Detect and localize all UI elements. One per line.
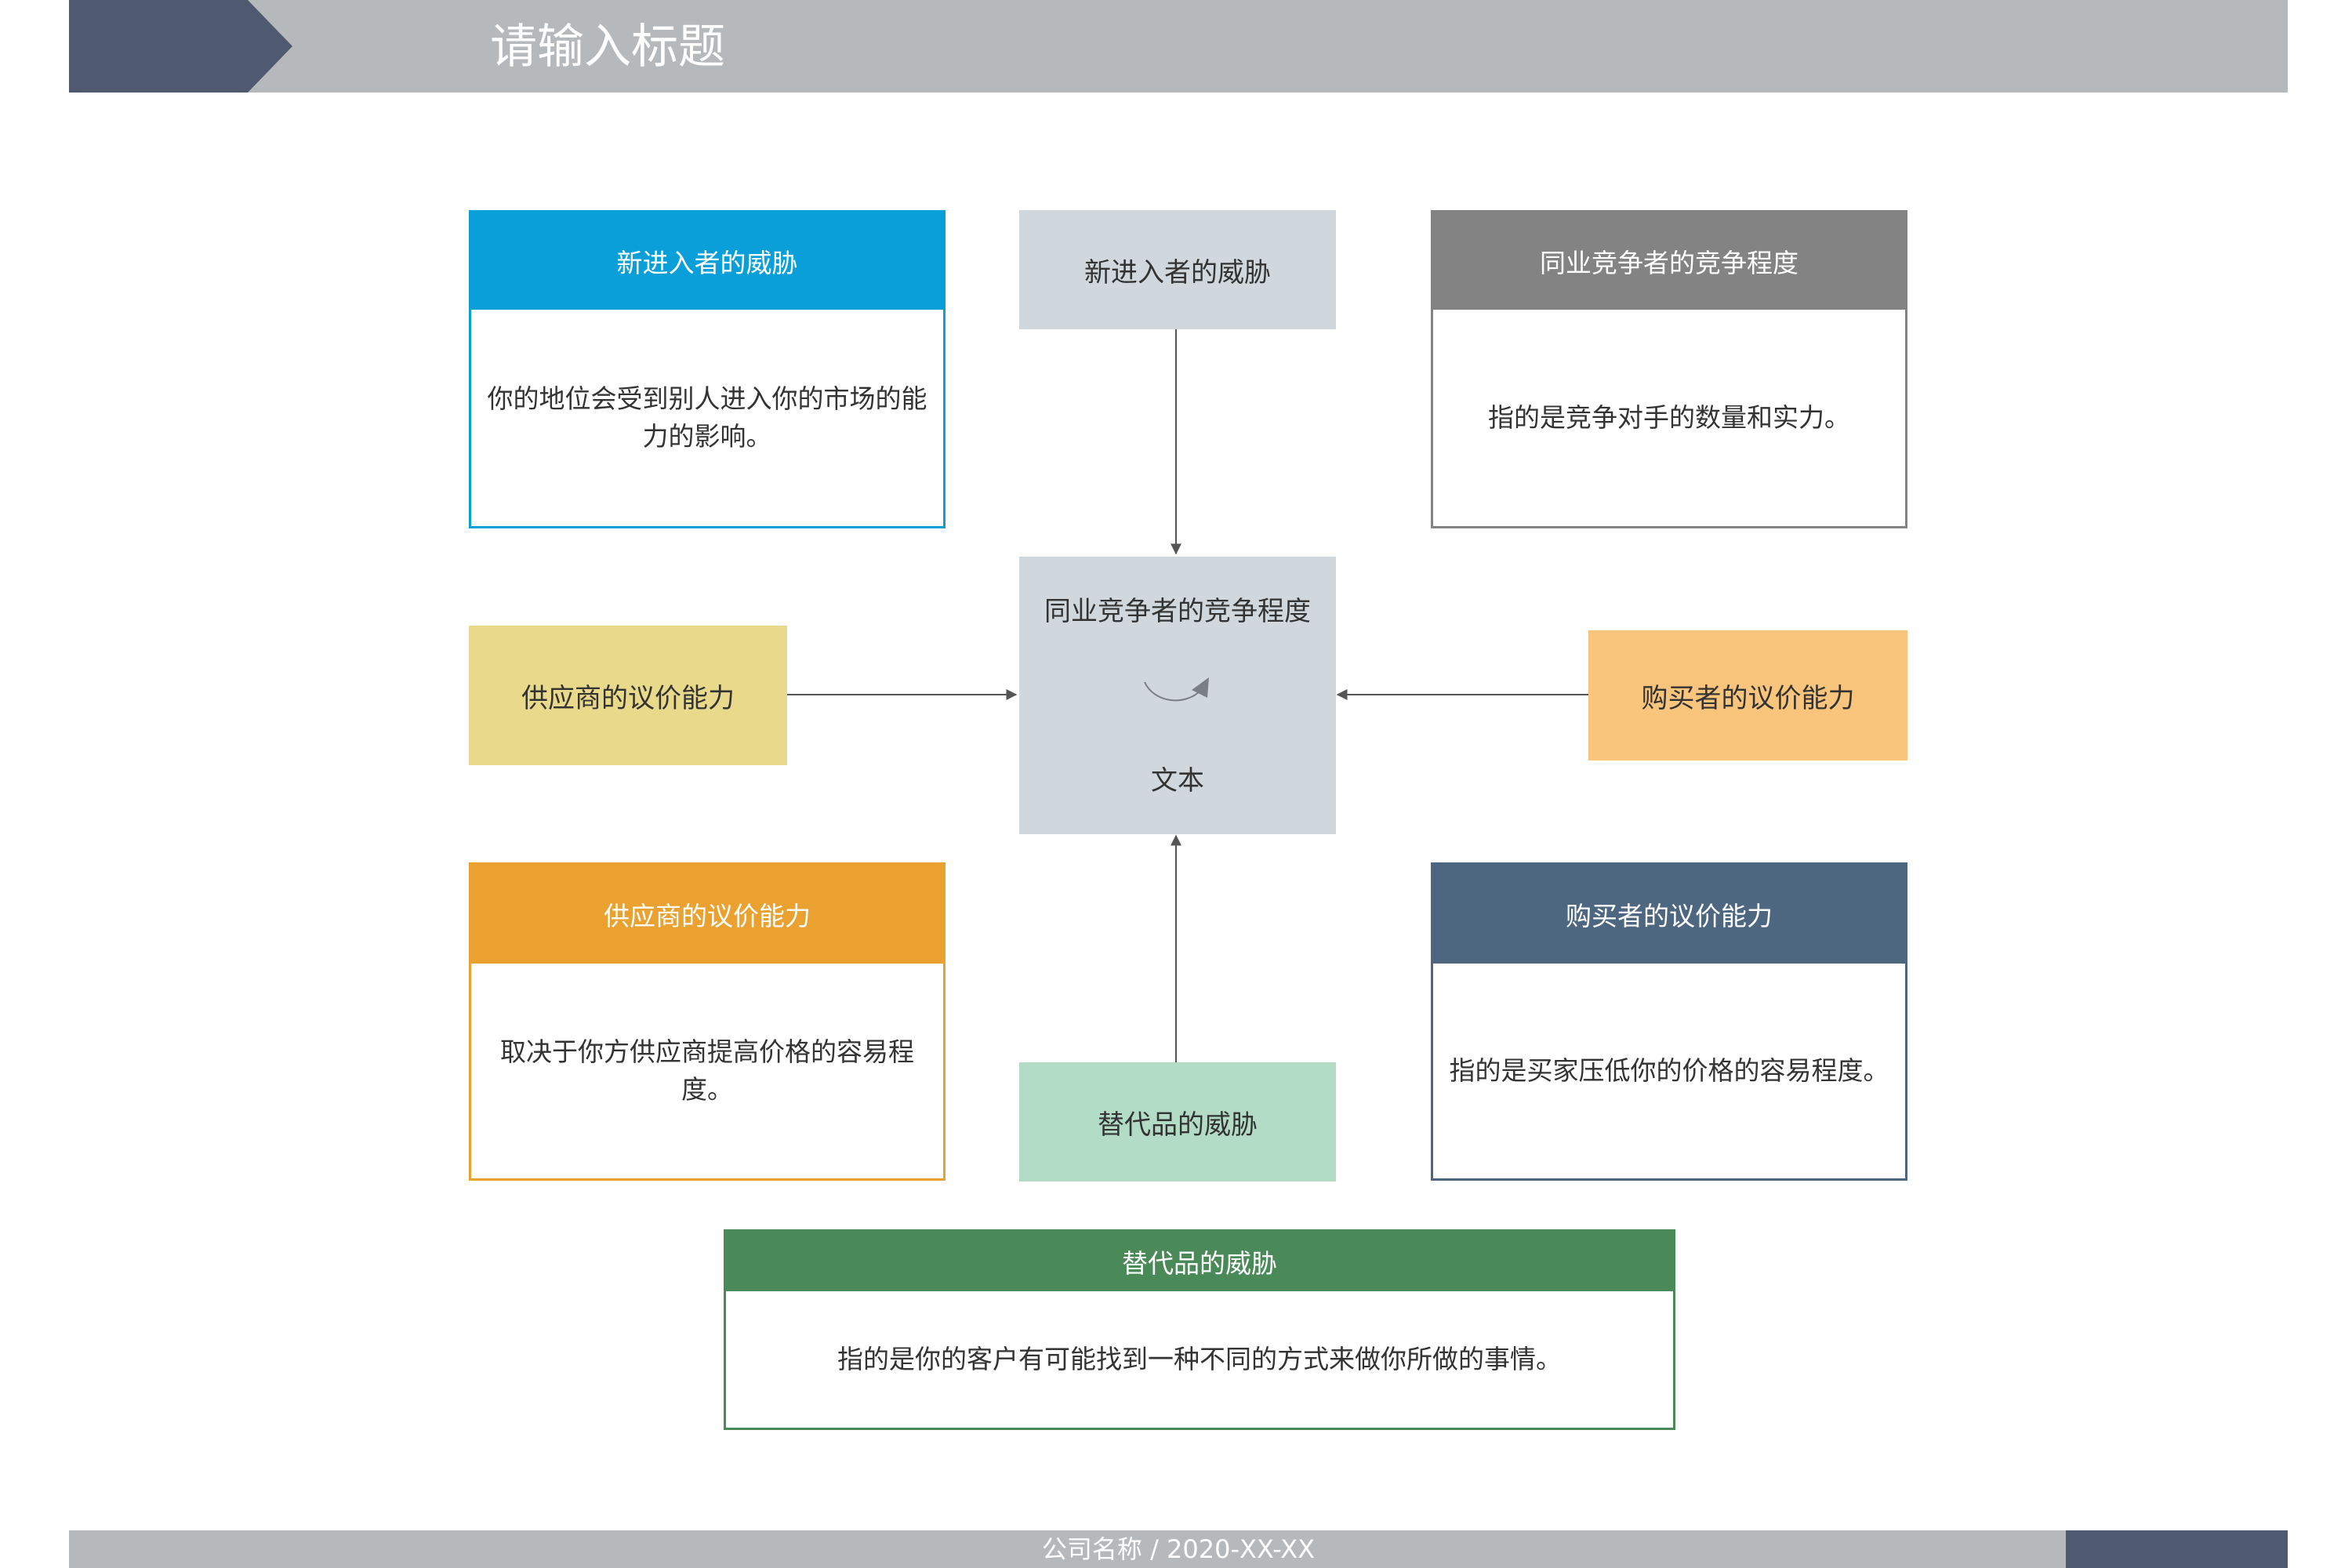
node-buyer[interactable]: 购买者的议价能力 (1588, 630, 1907, 760)
card-buyer-title: 购买者的议价能力 (1433, 865, 1905, 964)
node-new-entrants[interactable]: 新进入者的威胁 (1019, 210, 1336, 329)
card-new-entrants-body: 你的地位会受到别人进入你的市场的能力的影响。 (487, 383, 927, 452)
card-new-entrants-title: 新进入者的威胁 (471, 212, 943, 310)
node-supplier-label: 供应商的议价能力 (521, 682, 735, 714)
node-supplier[interactable]: 供应商的议价能力 (469, 626, 787, 765)
node-center-subtext: 文本 (1151, 765, 1204, 797)
footer-accent-tab (2066, 1530, 2288, 1568)
card-rivalry[interactable]: 同业竞争者的竞争程度 指的是竞争对手的数量和实力。 (1431, 210, 1907, 528)
card-substitute-title: 替代品的威胁 (726, 1232, 1673, 1291)
card-buyer[interactable]: 购买者的议价能力 指的是买家压低你的价格的容易程度。 (1431, 862, 1907, 1181)
card-buyer-body: 指的是买家压低你的价格的容易程度。 (1449, 1055, 1889, 1086)
node-center-rivalry[interactable]: 同业竞争者的竞争程度 文本 (1019, 557, 1336, 834)
node-substitute[interactable]: 替代品的威胁 (1019, 1062, 1336, 1181)
node-new-entrants-label: 新进入者的威胁 (1084, 256, 1271, 289)
card-rivalry-body: 指的是竞争对手的数量和实力。 (1488, 402, 1850, 433)
card-supplier[interactable]: 供应商的议价能力 取决于你方供应商提高价格的容易程度。 (469, 862, 946, 1181)
node-substitute-label: 替代品的威胁 (1098, 1109, 1258, 1141)
card-new-entrants[interactable]: 新进入者的威胁 你的地位会受到别人进入你的市场的能力的影响。 (469, 210, 946, 528)
node-buyer-label: 购买者的议价能力 (1641, 682, 1855, 714)
card-supplier-title: 供应商的议价能力 (471, 865, 943, 964)
card-substitute[interactable]: 替代品的威胁 指的是你的客户有可能找到一种不同的方式来做你所做的事情。 (724, 1229, 1675, 1430)
header-bar (69, 0, 2288, 93)
card-rivalry-title: 同业竞争者的竞争程度 (1433, 212, 1905, 310)
footer-text: 公司名称 / 2020-XX-XX (1041, 1534, 1316, 1564)
card-substitute-body: 指的是你的客户有可能找到一种不同的方式来做你所做的事情。 (837, 1344, 1562, 1374)
node-center-title: 同业竞争者的竞争程度 (1044, 596, 1311, 627)
header-accent-tab (69, 0, 292, 93)
card-supplier-body: 取决于你方供应商提高价格的容易程度。 (500, 1036, 914, 1105)
cycle-arrow-icon (1144, 677, 1209, 702)
page-title[interactable]: 请输入标题 (490, 20, 725, 74)
footer-bar (69, 1530, 2288, 1568)
